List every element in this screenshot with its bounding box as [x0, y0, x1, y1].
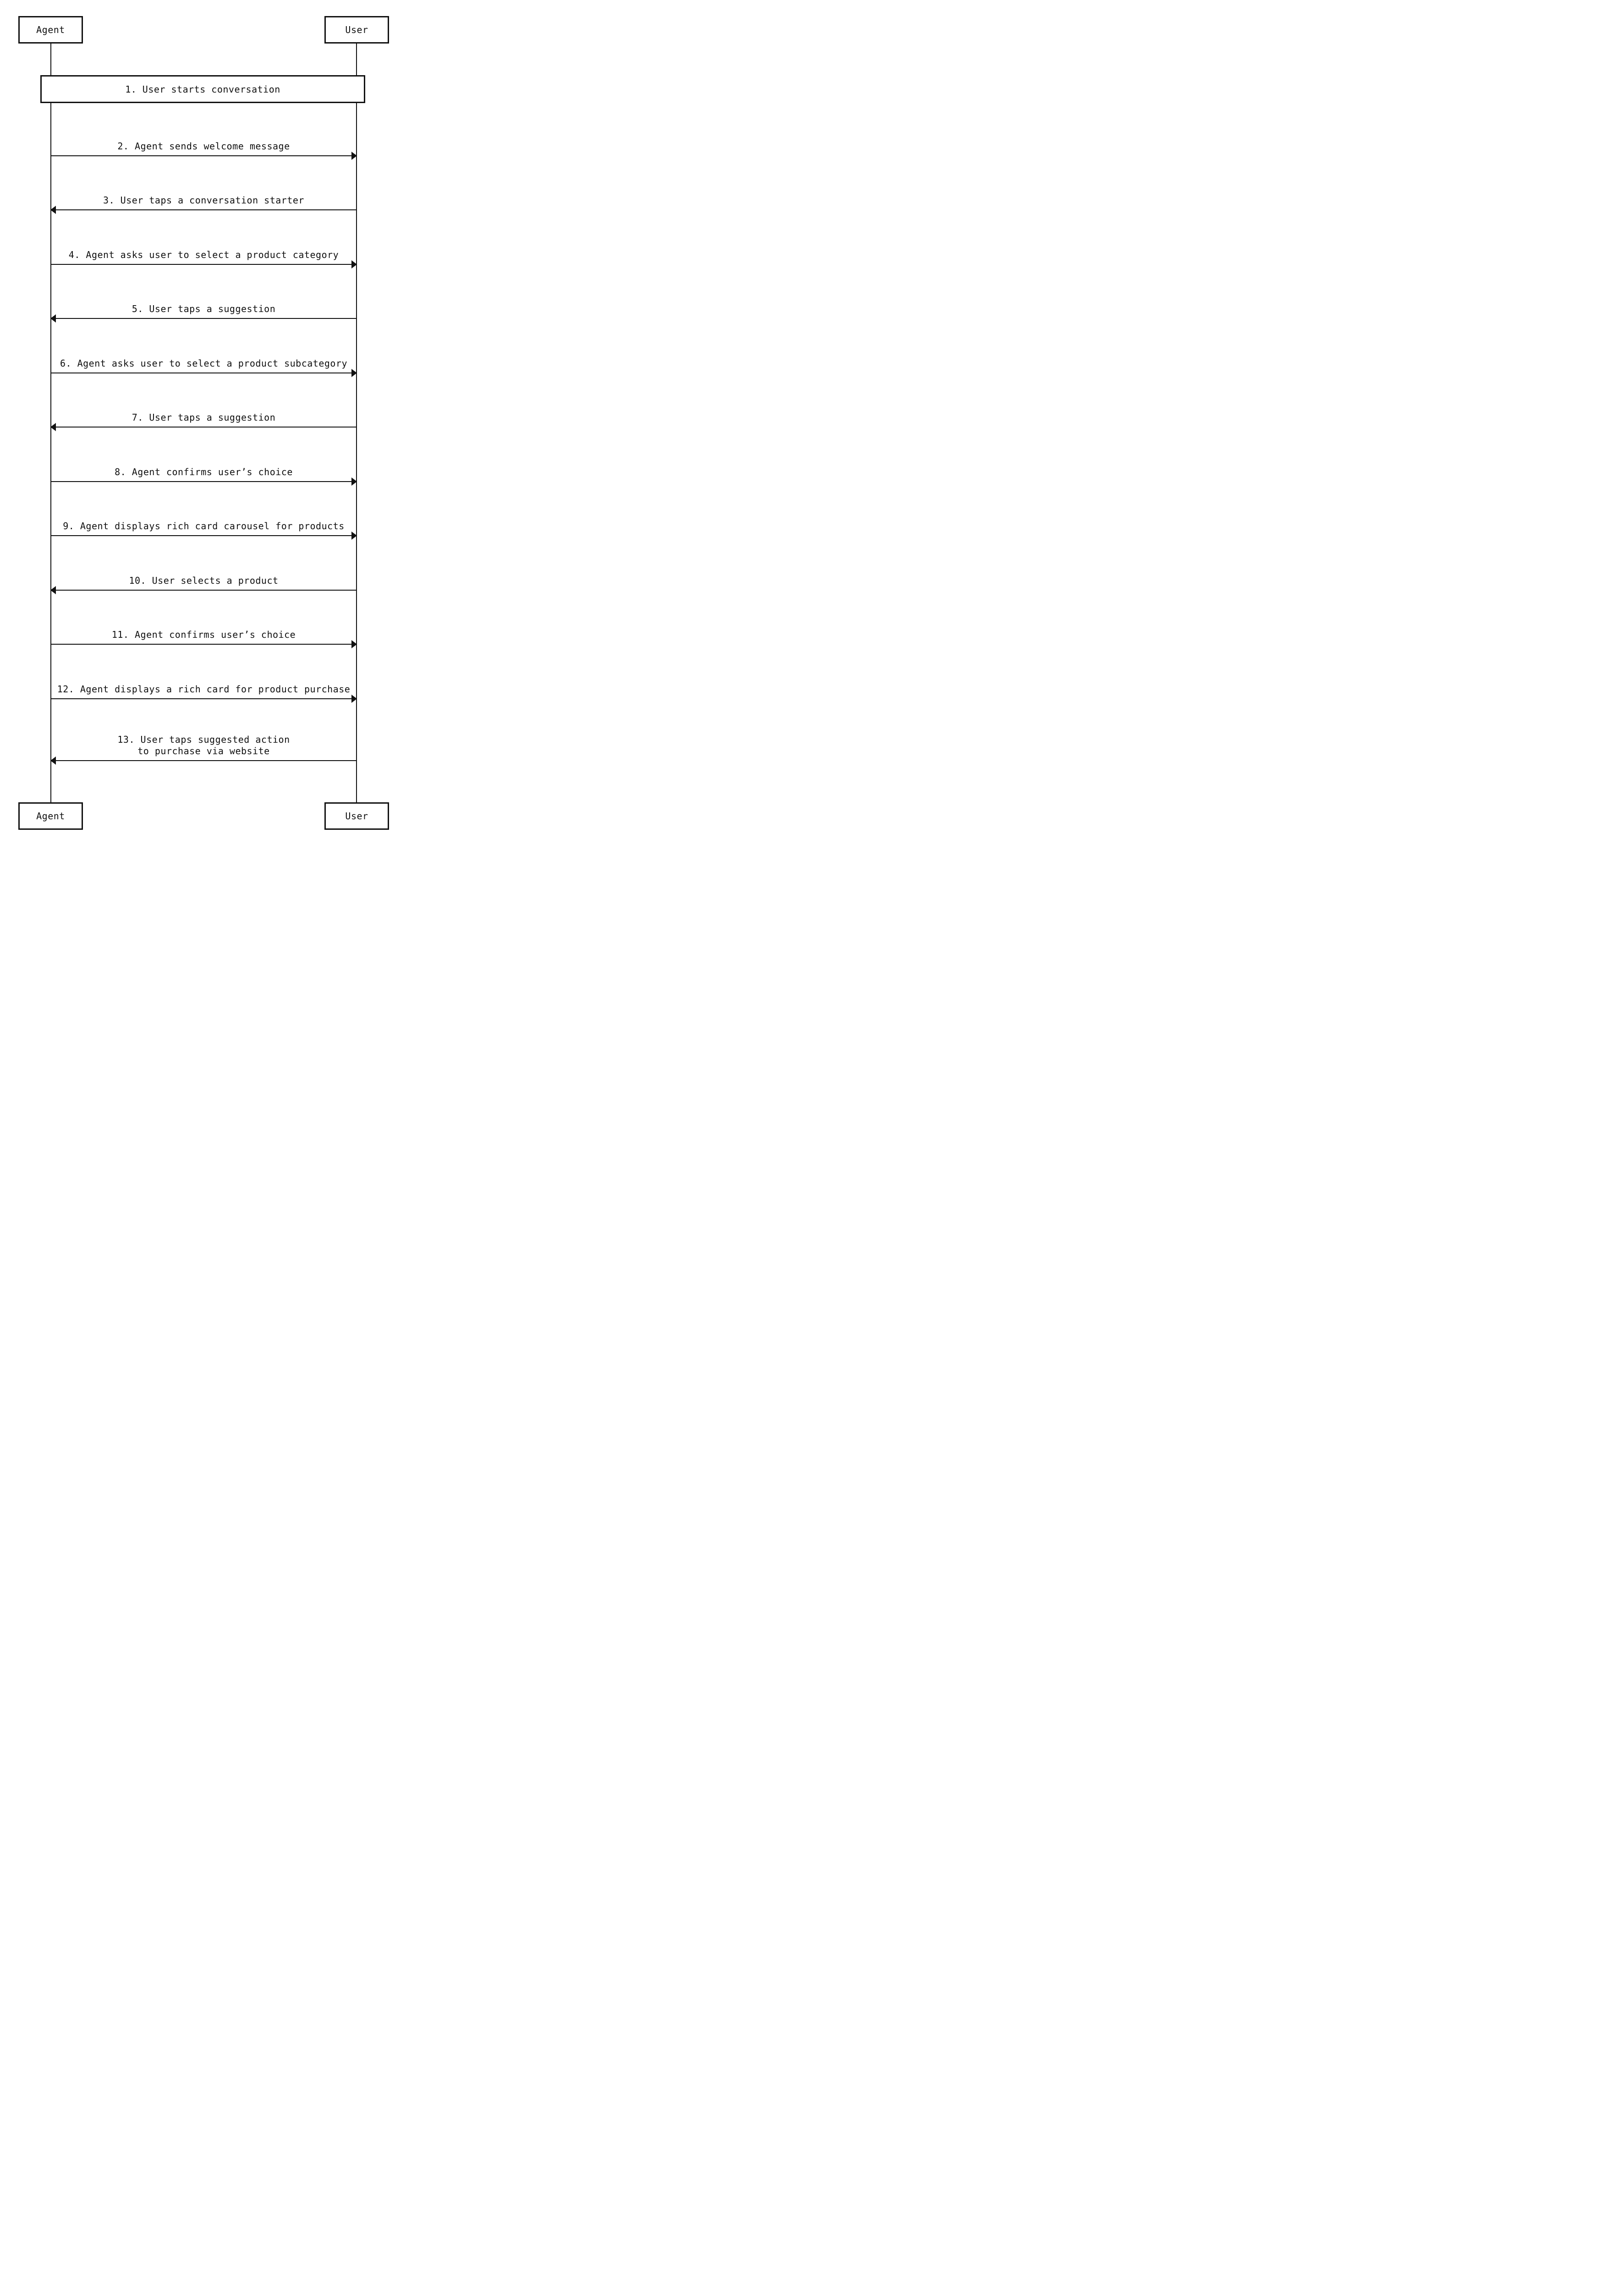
message-9-label: 9. Agent displays rich card carousel for…: [63, 521, 345, 532]
arrowhead-right-icon: [351, 260, 357, 269]
message-3-line: [51, 209, 357, 210]
message-13-line: [51, 760, 357, 761]
message-6-label: 6. Agent asks user to select a product s…: [60, 358, 348, 369]
actor-box-agent-top: Agent: [18, 16, 83, 44]
message-7-label: 7. User taps a suggestion: [132, 412, 276, 423]
message-4-line: [51, 264, 357, 265]
message-4-label: 4. Agent asks user to select a product c…: [68, 249, 339, 260]
arrowhead-right-icon: [351, 695, 357, 703]
message-12-label: 12. Agent displays a rich card for produ…: [57, 684, 351, 695]
actor-label-user: User: [345, 811, 368, 822]
arrowhead-right-icon: [351, 152, 357, 160]
actor-label-user: User: [345, 24, 368, 35]
arrowhead-left-icon: [50, 423, 56, 431]
message-10-label: 10. User selects a product: [129, 575, 279, 586]
message-10-line: [51, 590, 357, 591]
message-7-line: [51, 427, 357, 428]
arrowhead-left-icon: [50, 314, 56, 323]
arrowhead-right-icon: [351, 477, 357, 486]
arrowhead-right-icon: [351, 640, 357, 648]
message-13-label: 13. User taps suggested action to purcha…: [117, 734, 290, 756]
user-lifeline: [356, 44, 357, 802]
step-banner-label: 1. User starts conversation: [125, 83, 280, 95]
message-11-label: 11. Agent confirms user’s choice: [111, 629, 296, 640]
message-8-label: 8. Agent confirms user’s choice: [115, 466, 293, 477]
arrowhead-right-icon: [351, 532, 357, 540]
actor-box-agent-bottom: Agent: [18, 802, 83, 830]
message-2-label: 2. Agent sends welcome message: [117, 141, 290, 152]
sequence-diagram: Agent User 1. User starts conversation 2…: [0, 0, 406, 852]
actor-label-agent: Agent: [36, 811, 65, 822]
message-9-line: [51, 535, 357, 536]
message-5-label: 5. User taps a suggestion: [132, 303, 276, 314]
actor-box-user-top: User: [324, 16, 389, 44]
step-banner: 1. User starts conversation: [40, 75, 365, 103]
arrowhead-left-icon: [50, 206, 56, 214]
message-8-line: [51, 481, 357, 482]
message-3-label: 3. User taps a conversation starter: [103, 195, 304, 206]
arrowhead-left-icon: [50, 756, 56, 765]
message-5-line: [51, 318, 357, 319]
actor-label-agent: Agent: [36, 24, 65, 35]
actor-box-user-bottom: User: [324, 802, 389, 830]
message-11-line: [51, 644, 357, 645]
arrowhead-right-icon: [351, 369, 357, 377]
message-2-line: [51, 155, 357, 156]
arrowhead-left-icon: [50, 586, 56, 594]
message-12-line: [51, 698, 357, 699]
